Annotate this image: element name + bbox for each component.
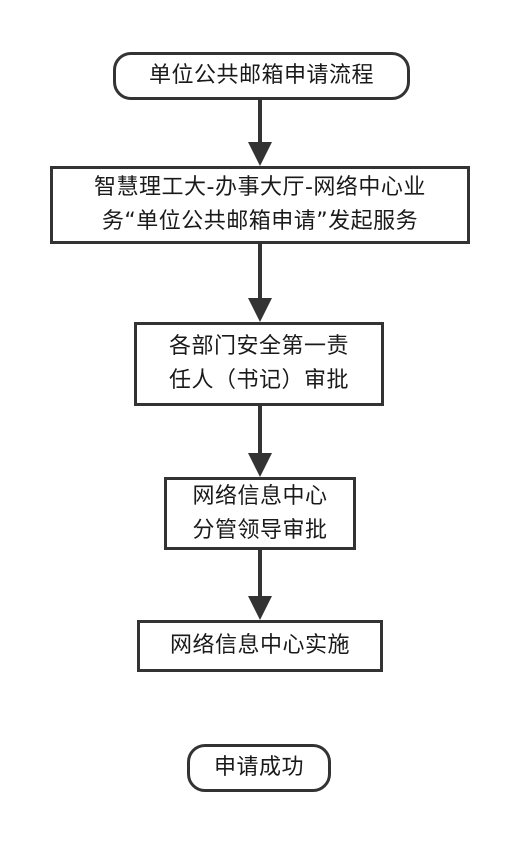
step-department-approval-line1: 各部门安全第一责 bbox=[168, 334, 349, 359]
step-implementation-label: 网络信息中心实施 bbox=[169, 633, 350, 658]
step-network-center-approval: 网络信息中心 分管领导审批 bbox=[164, 477, 356, 550]
flow-start-label: 单位公共邮箱申请流程 bbox=[148, 63, 374, 88]
step-network-center-approval-line2: 分管领导审批 bbox=[192, 517, 328, 543]
arrow-start-to-step1 bbox=[248, 100, 272, 166]
flow-end-label: 申请成功 bbox=[213, 755, 304, 780]
step-department-approval-line2: 任人（书记）审批 bbox=[168, 368, 349, 393]
flow-start-node: 单位公共邮箱申请流程 bbox=[113, 52, 410, 100]
step-initiate-service: 智慧理工大-办事大厅-网络中心业 务“单位公共邮箱申请”发起服务 bbox=[50, 166, 470, 244]
flow-end-node: 申请成功 bbox=[187, 744, 331, 792]
step-department-approval: 各部门安全第一责 任人（书记）审批 bbox=[134, 322, 384, 406]
arrow-step2-to-step3 bbox=[248, 406, 272, 477]
step-network-center-approval-line1: 网络信息中心 bbox=[192, 483, 328, 509]
step-initiate-service-line2: 务“单位公共邮箱申请”发起服务 bbox=[101, 209, 419, 234]
arrow-step1-to-step2 bbox=[248, 244, 272, 322]
step-initiate-service-line1: 智慧理工大-办事大厅-网络中心业 bbox=[94, 175, 426, 200]
step-implementation: 网络信息中心实施 bbox=[137, 620, 383, 672]
arrow-step3-to-step4 bbox=[248, 550, 272, 620]
